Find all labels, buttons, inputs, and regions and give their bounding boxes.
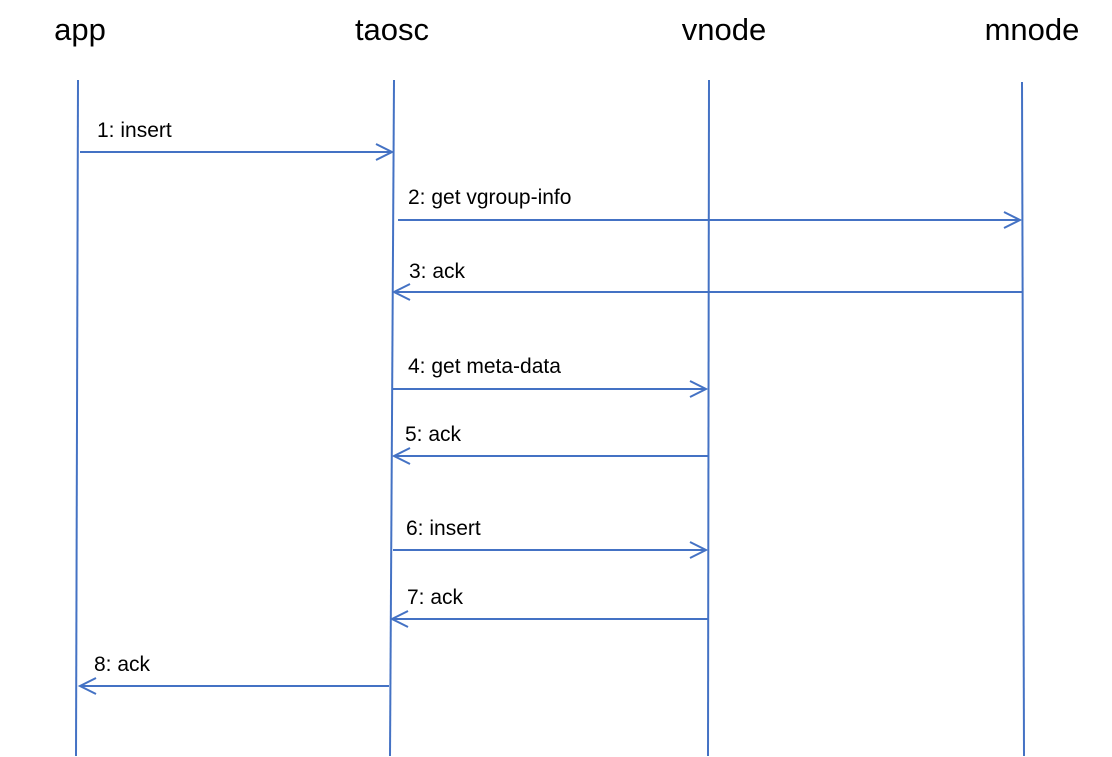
lifeline-vnode [707, 79, 710, 757]
message-4-arrowhead [689, 380, 709, 398]
message-3-arrowhead [391, 283, 411, 301]
lifeline-mnode [1021, 81, 1025, 757]
message-1-arrowhead [375, 143, 395, 161]
participant-label-mnode: mnode [985, 12, 1080, 47]
message-3-label: 3: ack [409, 260, 466, 283]
message-5-label: 5: ack [405, 423, 462, 446]
participant-label-taosc: taosc [355, 12, 429, 47]
message-2-arrowhead [1003, 211, 1023, 229]
message-7-arrowhead [389, 610, 409, 628]
participant-label-vnode: vnode [682, 12, 766, 47]
message-2-label: 2: get vgroup-info [408, 186, 571, 209]
message-8-label: 8: ack [94, 653, 151, 676]
participant-label-app: app [54, 12, 106, 47]
message-5-arrowhead [391, 447, 411, 465]
message-1-label: 1: insert [97, 119, 172, 142]
message-8-arrowhead [77, 677, 97, 695]
message-6-label: 6: insert [406, 517, 481, 540]
lifeline-taosc [389, 79, 395, 757]
lifeline-app [75, 79, 79, 757]
message-4-label: 4: get meta-data [408, 355, 561, 378]
message-7-label: 7: ack [407, 586, 464, 609]
message-6-arrowhead [689, 541, 709, 559]
